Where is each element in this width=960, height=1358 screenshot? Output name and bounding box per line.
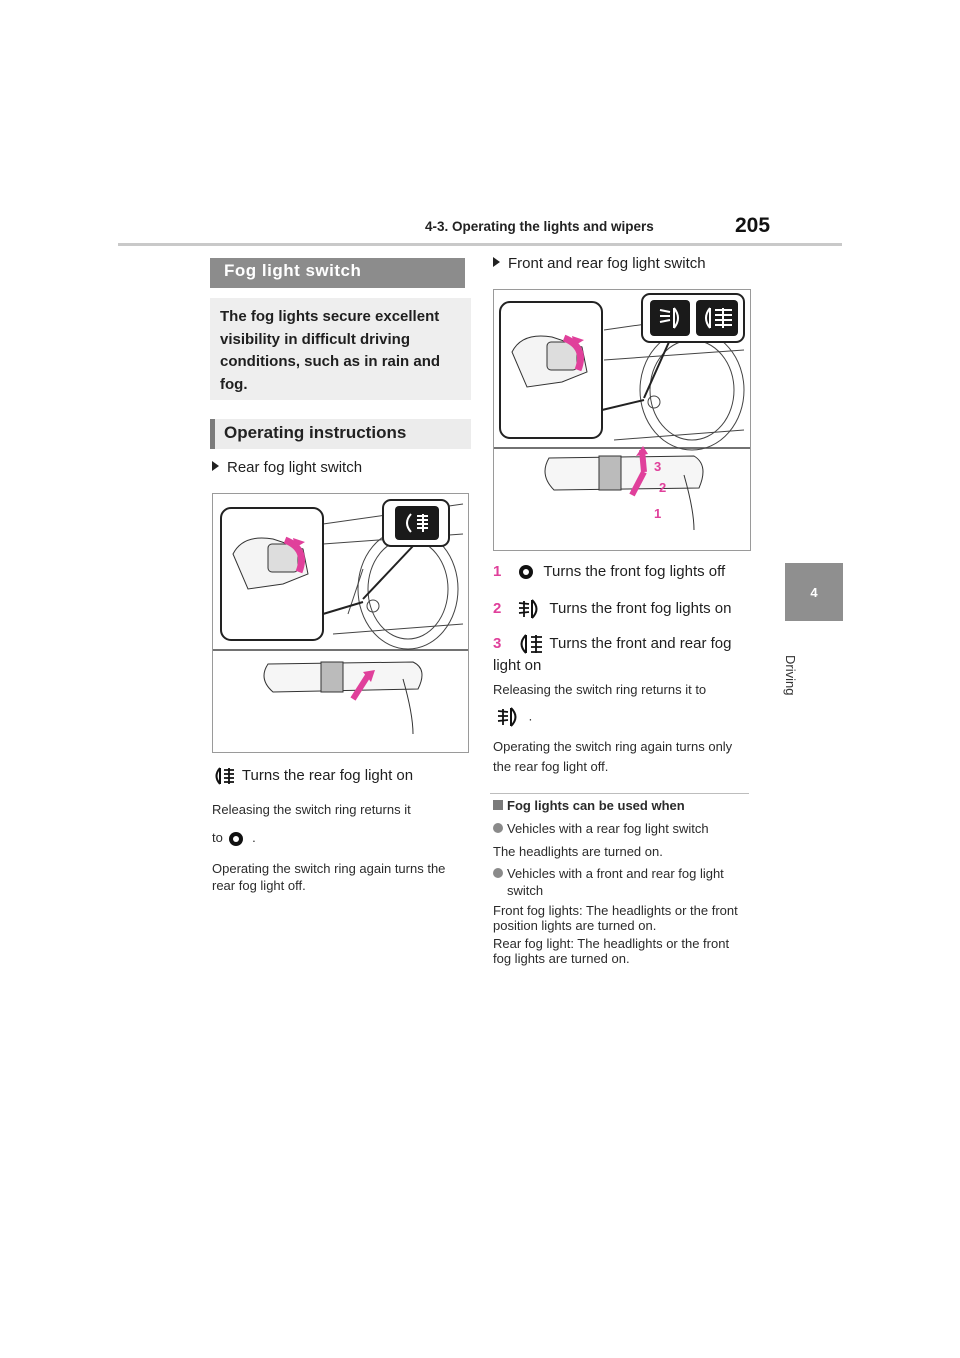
step-2-number: 2 xyxy=(493,599,502,617)
left-note-2: Operating the switch ring again turns th… xyxy=(212,861,446,893)
step-2-text: Turns the front fog lights on xyxy=(549,599,732,617)
right-note-1-line2: . xyxy=(493,706,532,728)
step-3-number: 3 xyxy=(493,635,502,652)
front-rear-fog-switch-illustration: 3 2 1 xyxy=(493,289,751,551)
step-1-text: Turns the front fog lights off xyxy=(543,563,726,580)
intro-box: The fog lights secure excellent visibili… xyxy=(210,298,471,400)
left-note-1a: Releasing the switch ring returns it xyxy=(212,802,411,817)
fog-lights-usable-heading-text: Fog lights can be used when xyxy=(507,798,685,813)
intro-text: The fog lights secure excellent visibili… xyxy=(220,308,441,393)
triangle-bullet-icon xyxy=(493,257,500,267)
rear-fog-item-title: Rear fog light switch xyxy=(212,459,362,476)
circle-bullet-icon xyxy=(493,823,503,833)
left-note-1: Releasing the switch ring returns it xyxy=(212,801,467,818)
section-divider xyxy=(490,793,749,794)
chapter-label: Driving xyxy=(783,655,798,696)
left-note-1b: to xyxy=(212,830,223,845)
rear-fog-item-title-text: Rear fog light switch xyxy=(227,459,363,476)
right-note-2: Operating the switch ring again turns on… xyxy=(493,739,733,774)
right-note-1: Releasing the switch ring returns it to xyxy=(493,682,707,697)
chapter-tab[interactable]: 4 xyxy=(785,563,843,621)
bullet-front-rear-detail-2: Rear fog light: The headlights or the fr… xyxy=(493,936,730,966)
front-fog-light-icon xyxy=(497,707,517,727)
figure-label-1: 1 xyxy=(654,506,661,521)
rear-fog-switch-illustration xyxy=(212,493,469,753)
front-rear-fog-switch-drawing: 3 2 1 xyxy=(494,293,750,531)
page-number: 205 xyxy=(735,214,771,237)
step-2: 2 Turns the front fog lights on xyxy=(493,598,731,620)
figure-label-3: 3 xyxy=(654,459,661,474)
right-note-1b: . xyxy=(528,708,533,724)
left-note-1c: . xyxy=(252,830,256,845)
bullet-front-rear-text: Vehicles with a front and rear fog light… xyxy=(507,866,724,898)
bullet-rear-only: Vehicles with a rear fog light switch xyxy=(493,820,709,837)
bullet-front-rear: Vehicles with a front and rear fog light… xyxy=(493,865,749,899)
step-3-text: Turns the front and rear fog light on xyxy=(493,635,732,675)
step-1-number: 1 xyxy=(493,563,502,580)
front-rear-item-title: Front and rear fog light switch xyxy=(493,255,706,272)
rear-fog-light-icon xyxy=(520,634,542,654)
step-3: 3 Turns the front and rear fog light on xyxy=(493,633,753,677)
subsection-heading-text: Operating instructions xyxy=(224,423,407,442)
triangle-bullet-icon xyxy=(212,461,219,471)
rear-fog-caption-text: Turns the rear fog light on xyxy=(241,766,414,784)
bullet-rear-only-text: Vehicles with a rear fog light switch xyxy=(507,821,709,836)
square-bullet-icon xyxy=(493,800,503,810)
section-heading-text: Fog light switch xyxy=(224,261,362,280)
front-rear-item-title-text: Front and rear fog light switch xyxy=(508,255,706,272)
left-note-1-line2: to . xyxy=(212,829,256,848)
front-fog-light-icon xyxy=(518,599,538,619)
bullet-rear-only-detail: The headlights are turned on. xyxy=(493,844,663,859)
section-heading-fog-light-switch: Fog light switch xyxy=(210,258,465,288)
rear-fog-light-icon xyxy=(215,767,234,785)
circle-bullet-icon xyxy=(493,868,503,878)
fog-lights-usable-heading: Fog lights can be used when xyxy=(493,797,685,814)
section-heading-operating-instructions: Operating instructions xyxy=(210,419,471,449)
figure-label-2: 2 xyxy=(659,480,666,495)
section-header-title: 4-3. Operating the lights and wipers xyxy=(425,219,654,234)
off-circle-icon xyxy=(518,565,533,580)
header-divider xyxy=(118,243,842,246)
rear-fog-switch-drawing xyxy=(213,499,468,735)
step-1: 1 Turns the front fog lights off xyxy=(493,563,725,581)
off-circle-icon xyxy=(229,831,244,846)
bullet-front-rear-detail-1: Front fog lights: The headlights or the … xyxy=(493,903,738,933)
rear-fog-caption: Turns the rear fog light on xyxy=(212,766,413,786)
